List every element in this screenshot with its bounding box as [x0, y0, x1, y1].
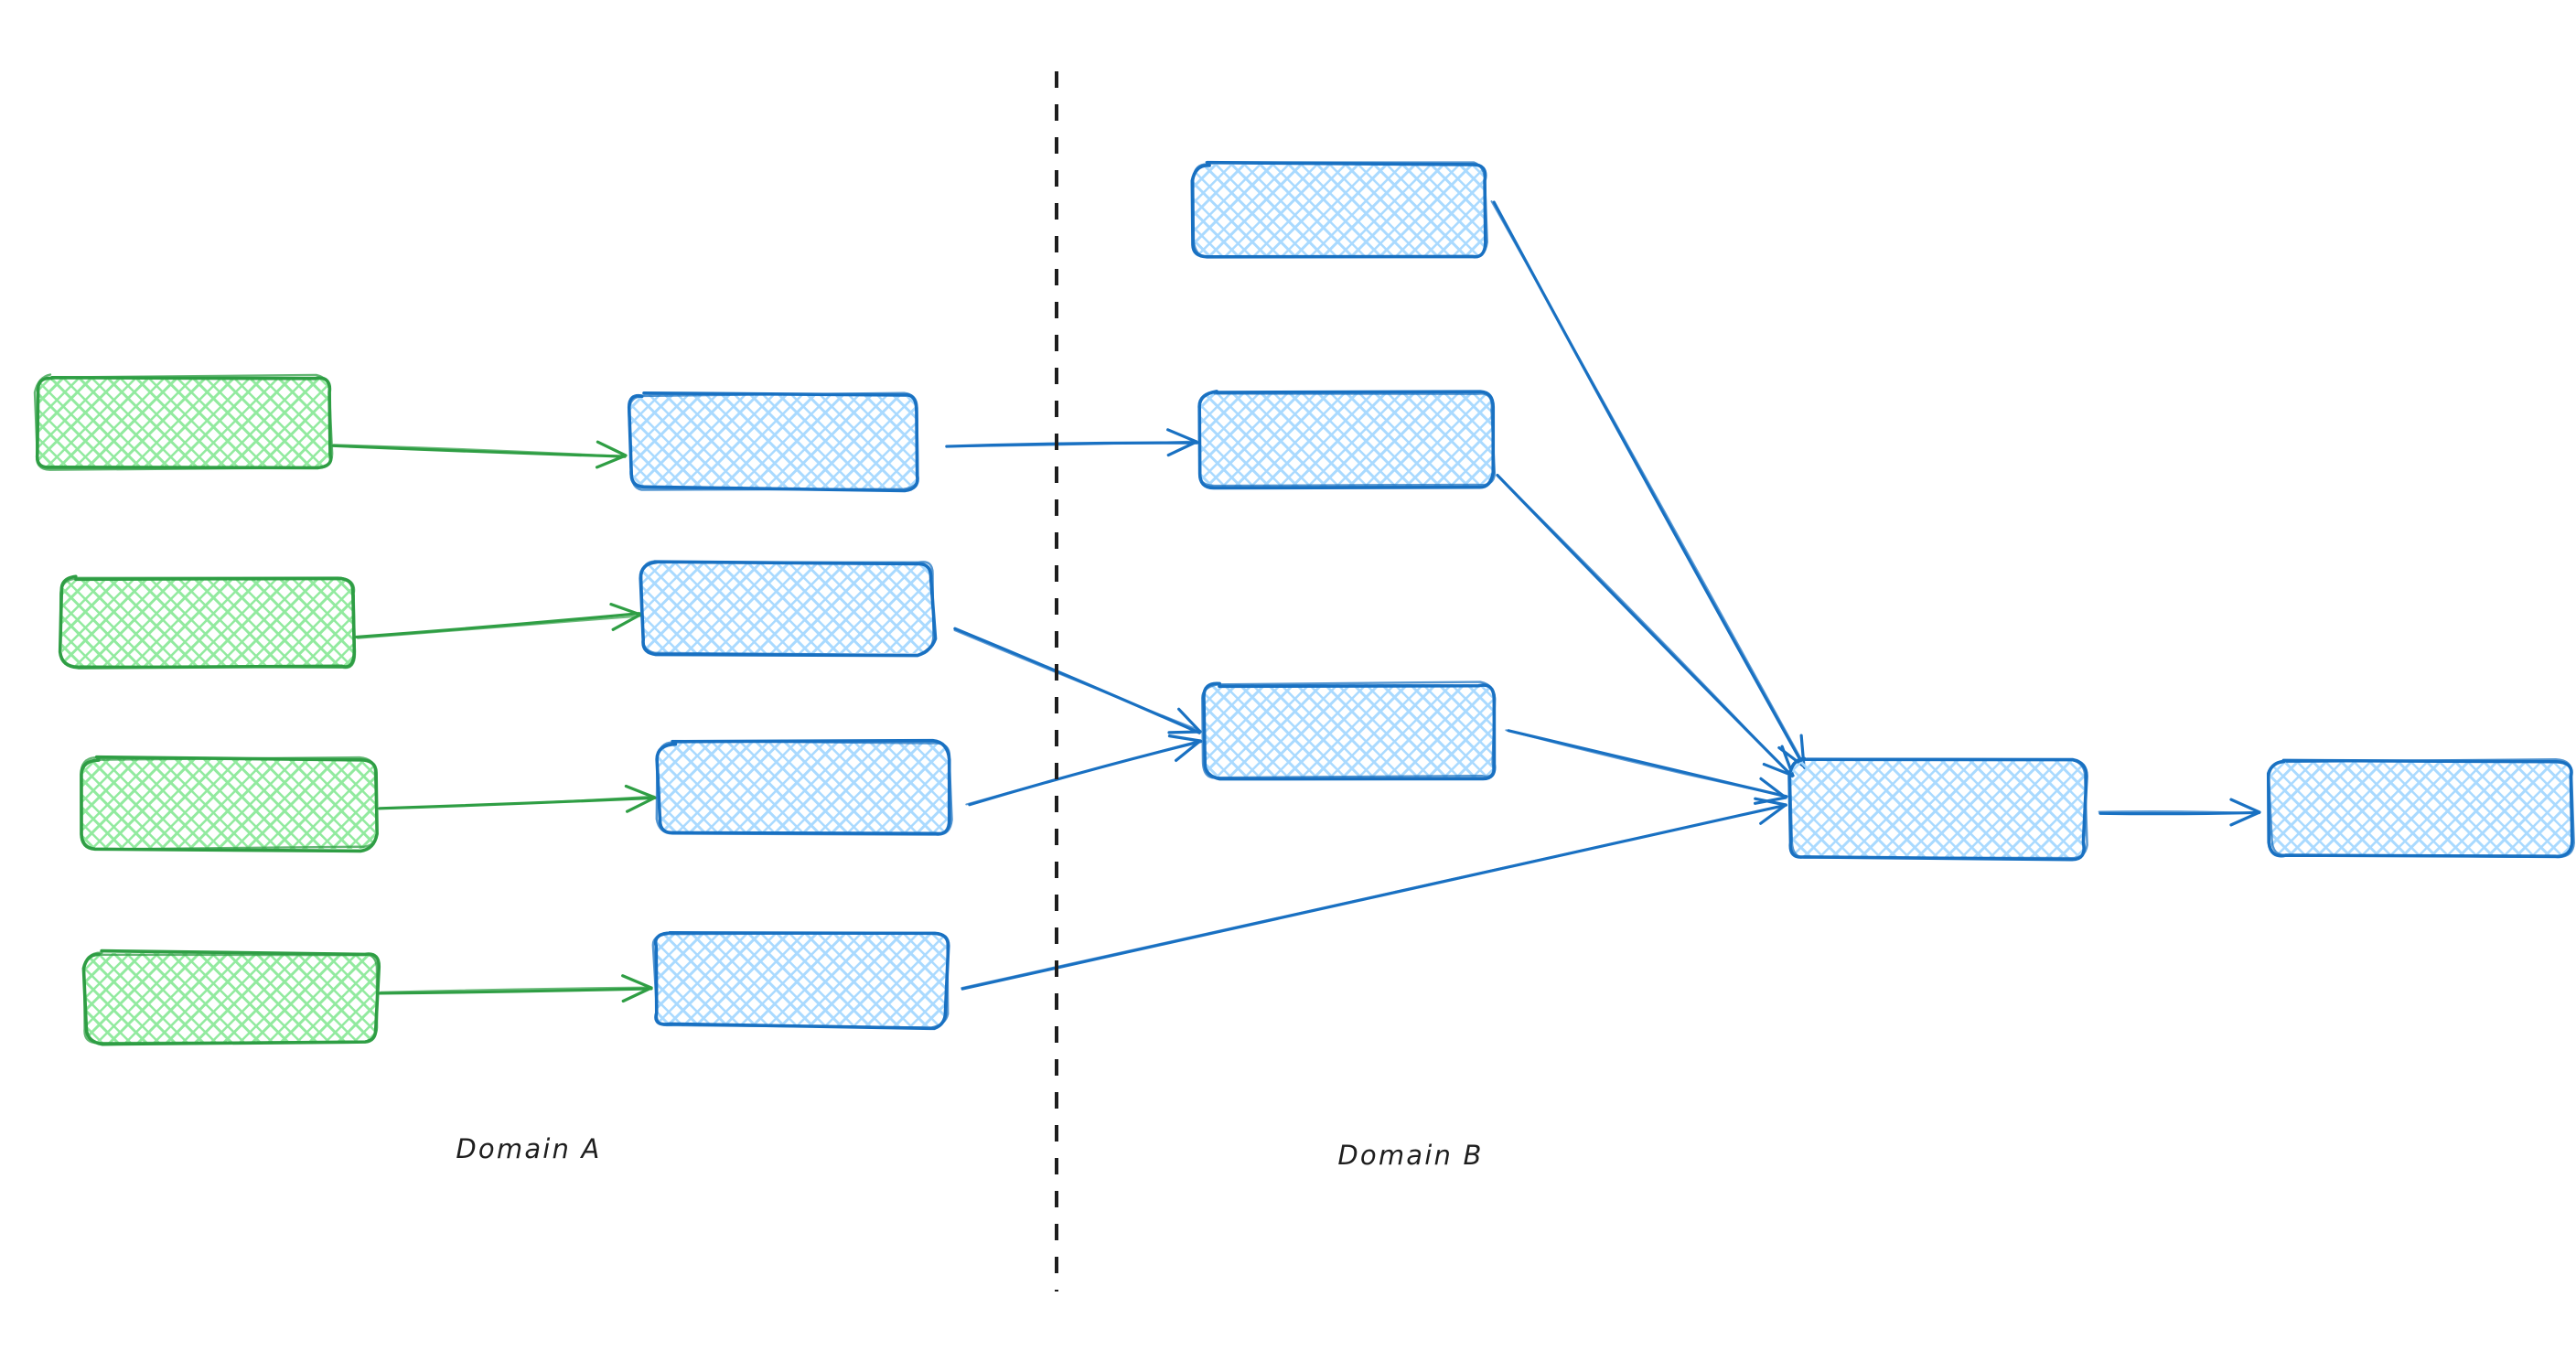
node-box-m1[interactable]	[627, 391, 919, 493]
node-box-a4[interactable]	[81, 949, 381, 1046]
node-outline	[80, 756, 379, 851]
node-fill	[1200, 393, 1493, 487]
edge-shaft	[1490, 200, 1806, 766]
node-fill	[642, 562, 933, 653]
edge-shaft	[376, 795, 655, 810]
node-box-m2[interactable]	[639, 560, 938, 658]
node-box-b3[interactable]	[1201, 681, 1497, 781]
edge-shaft	[1505, 729, 1788, 798]
edge-m4-to-hub[interactable]	[961, 797, 1788, 991]
edge-shaft	[953, 627, 1201, 734]
edge-shaft	[357, 615, 642, 639]
node-box-a3[interactable]	[80, 755, 379, 853]
edge-m1-to-b2[interactable]	[945, 428, 1199, 457]
node-fill	[62, 578, 355, 668]
node-fill	[85, 953, 378, 1043]
node-box-m4[interactable]	[651, 931, 950, 1031]
node-outline	[1788, 757, 2088, 860]
edge-shaft	[2098, 810, 2261, 815]
node-outline	[628, 391, 919, 491]
edge-shaft	[380, 986, 653, 993]
edge-shaft	[953, 629, 1202, 732]
node-fill	[37, 377, 331, 468]
edge-shaft	[946, 440, 1198, 448]
domain-b-label: Domain B	[1337, 1140, 1483, 1171]
node-fill	[1194, 165, 1487, 258]
node-box-out[interactable]	[2266, 757, 2575, 859]
edge-arrowhead	[1166, 428, 1198, 457]
edge-arrowhead	[595, 440, 628, 469]
node-box-hub[interactable]	[1787, 756, 2088, 862]
edge-b1-to-hub[interactable]	[1490, 200, 1807, 770]
edge-shaft	[378, 987, 653, 995]
edge-m3-to-b3[interactable]	[965, 734, 1203, 807]
node-fill	[659, 743, 950, 834]
node-box-b2[interactable]	[1197, 390, 1497, 490]
node-outline	[1192, 161, 1488, 259]
node-outline	[1201, 681, 1497, 779]
node-outline	[33, 373, 334, 471]
edge-arrowhead	[1167, 734, 1202, 763]
node-outline	[82, 951, 379, 1045]
edge-shaft	[961, 804, 1787, 990]
edge-arrowhead	[1754, 777, 1787, 805]
edge-arrowhead	[2229, 798, 2261, 827]
node-fill	[655, 933, 948, 1026]
edge-a3-to-m3[interactable]	[376, 784, 657, 813]
nodes-layer	[33, 160, 2575, 1046]
edge-shaft	[354, 612, 641, 639]
node-box-b1[interactable]	[1190, 160, 1488, 259]
domain-a-label: Domain A	[456, 1133, 601, 1164]
node-outline	[59, 576, 357, 670]
edge-shaft	[1497, 475, 1794, 778]
node-outline	[2267, 757, 2575, 859]
edge-hub-to-out[interactable]	[2098, 798, 2261, 827]
edge-arrowhead	[621, 974, 653, 1003]
edge-arrowhead	[609, 603, 642, 631]
node-fill	[1791, 761, 2086, 858]
edge-a4-to-m4[interactable]	[378, 974, 653, 1003]
edge-b2-to-hub[interactable]	[1496, 473, 1795, 778]
node-outline	[655, 739, 953, 836]
edge-arrowhead	[624, 784, 657, 813]
edge-arrowhead	[1167, 707, 1202, 734]
edge-b3-to-hub[interactable]	[1505, 729, 1788, 805]
edge-m2-to-b3[interactable]	[953, 627, 1202, 734]
node-outline	[640, 560, 935, 657]
edge-a1-to-m1[interactable]	[331, 440, 628, 469]
node-fill	[1204, 684, 1495, 777]
edge-a2-to-m2[interactable]	[354, 603, 642, 639]
edge-shaft	[965, 739, 1201, 806]
node-outline	[651, 931, 950, 1029]
node-fill	[2270, 761, 2572, 856]
edge-shaft	[332, 444, 626, 457]
node-box-a1[interactable]	[33, 373, 334, 471]
node-box-m3[interactable]	[655, 738, 953, 836]
edge-shaft	[968, 739, 1203, 807]
node-box-a2[interactable]	[58, 574, 357, 670]
node-fill	[82, 759, 375, 849]
node-outline	[1198, 391, 1497, 488]
node-fill	[629, 395, 918, 488]
edges-layer	[331, 200, 2261, 1003]
